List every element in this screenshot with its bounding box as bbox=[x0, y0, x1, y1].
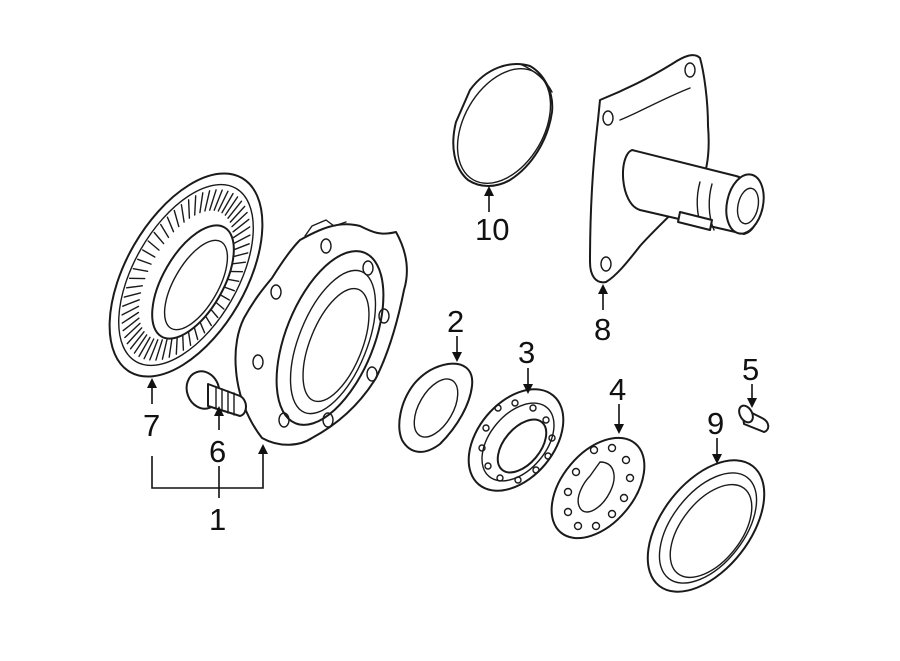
callout-6: 6 bbox=[209, 434, 226, 469]
callout-1: 1 bbox=[209, 502, 226, 537]
tone-ring-tooth bbox=[125, 285, 144, 289]
tone-ring-tooth bbox=[136, 258, 152, 265]
tone-ring-tooth bbox=[231, 211, 248, 228]
tone-ring-tooth bbox=[155, 339, 164, 361]
callout-10: 10 bbox=[475, 212, 509, 247]
tone-ring-tooth bbox=[193, 195, 197, 216]
callout-9: 9 bbox=[707, 406, 724, 441]
tone-ring-tooth bbox=[141, 249, 156, 258]
tone-ring-tooth bbox=[126, 327, 143, 345]
tone-ring-tooth bbox=[129, 331, 145, 350]
part-4-lock-washer bbox=[550, 436, 646, 540]
part-7-tone-ring bbox=[108, 172, 264, 378]
callout-3: 3 bbox=[518, 335, 535, 370]
tone-ring-tooth bbox=[143, 338, 155, 360]
tone-ring-tooth bbox=[159, 223, 170, 239]
tone-ring-tooth bbox=[132, 268, 149, 272]
tone-ring-tooth bbox=[187, 199, 191, 219]
tone-ring-tooth bbox=[121, 305, 140, 316]
tone-ring-tooth bbox=[122, 317, 140, 332]
part-8-spindle bbox=[589, 54, 765, 284]
tone-ring-tooth bbox=[213, 189, 223, 211]
tone-ring-tooth bbox=[204, 190, 211, 212]
tone-ring-tooth bbox=[180, 203, 185, 223]
tone-ring-tooth bbox=[199, 192, 204, 214]
tone-ring-tooth bbox=[138, 336, 151, 358]
leader-lines bbox=[147, 186, 757, 498]
tone-ring-tooth bbox=[232, 243, 250, 251]
part-2-spacer bbox=[398, 362, 474, 453]
tone-ring-tooth bbox=[173, 209, 180, 228]
tone-ring-tooth bbox=[166, 216, 175, 233]
tone-ring-tooth bbox=[224, 196, 239, 216]
callout-8: 8 bbox=[594, 312, 611, 347]
tone-ring-tooth bbox=[149, 339, 159, 361]
tone-ring-tooth bbox=[123, 292, 142, 298]
callout-5: 5 bbox=[742, 352, 759, 387]
tone-ring-tooth bbox=[161, 338, 168, 360]
callout-2: 2 bbox=[447, 304, 464, 339]
tone-ring-tooth bbox=[208, 189, 217, 211]
tone-ring-tooth bbox=[133, 334, 148, 354]
callout-4: 4 bbox=[609, 372, 626, 407]
tone-ring-tooth bbox=[229, 205, 246, 223]
tone-ring-tooth bbox=[232, 218, 250, 233]
part-1-hub bbox=[234, 219, 408, 446]
part-6-wheel-stud bbox=[185, 370, 247, 417]
tone-ring-tooth bbox=[147, 240, 160, 251]
tone-ring-tooth bbox=[153, 231, 165, 245]
tone-ring-tooth bbox=[227, 200, 243, 219]
tone-ring-tooth bbox=[217, 190, 229, 212]
part-9-cap bbox=[646, 459, 766, 593]
tone-ring-tooth bbox=[121, 311, 140, 324]
tone-ring-tooth bbox=[221, 192, 234, 214]
tone-ring-tooth bbox=[124, 322, 141, 339]
part-5-bolt bbox=[738, 404, 770, 433]
tone-ring-tooth bbox=[122, 299, 140, 307]
callout-numbers: 10 8 2 3 4 5 9 7 6 1 bbox=[143, 212, 759, 537]
callout-7: 7 bbox=[143, 408, 160, 443]
tone-ring-tooth bbox=[232, 234, 251, 245]
tone-ring-tooth bbox=[168, 336, 173, 358]
part-3-bearing bbox=[467, 388, 565, 492]
tone-ring-tooth bbox=[232, 226, 251, 239]
part-10-seal bbox=[452, 63, 554, 187]
